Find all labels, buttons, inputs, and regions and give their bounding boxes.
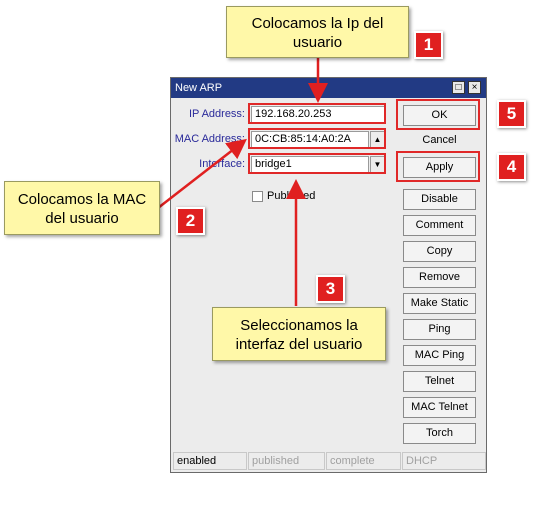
new-arp-dialog: New ARP □ × IP Address: 192.168.20.253 M… xyxy=(170,77,487,473)
remove-button[interactable]: Remove xyxy=(403,267,476,288)
maximize-icon[interactable]: □ xyxy=(452,81,465,94)
mac-ping-button[interactable]: MAC Ping xyxy=(403,345,476,366)
close-icon[interactable]: × xyxy=(468,81,481,94)
badge-2: 2 xyxy=(176,207,205,235)
mac-field-highlight xyxy=(248,128,386,149)
make-static-button[interactable]: Make Static xyxy=(403,293,476,314)
status-enabled: enabled xyxy=(173,452,247,470)
badge-5: 5 xyxy=(497,100,526,128)
disable-button[interactable]: Disable xyxy=(403,189,476,210)
cancel-button[interactable]: Cancel xyxy=(422,134,457,146)
copy-button[interactable]: Copy xyxy=(403,241,476,262)
callout-ip: Colocamos la Ip del usuario xyxy=(226,6,409,58)
ip-field-highlight xyxy=(248,103,386,124)
callout-interface: Seleccionamos la interfaz del usuario xyxy=(212,307,386,361)
comment-button[interactable]: Comment xyxy=(403,215,476,236)
telnet-button[interactable]: Telnet xyxy=(403,371,476,392)
ok-button-highlight xyxy=(396,99,480,130)
ok-button[interactable]: OK xyxy=(403,105,476,126)
status-complete: complete xyxy=(326,452,401,470)
interface-field-highlight xyxy=(248,153,386,174)
status-dhcp: DHCP xyxy=(402,452,486,470)
dialog-title: New ARP xyxy=(175,82,223,94)
torch-button[interactable]: Torch xyxy=(403,423,476,444)
apply-button[interactable]: Apply xyxy=(403,157,476,178)
mac-telnet-button[interactable]: MAC Telnet xyxy=(403,397,476,418)
title-bar[interactable]: New ARP xyxy=(171,78,486,98)
badge-4: 4 xyxy=(497,153,526,181)
badge-3: 3 xyxy=(316,275,345,303)
published-checkbox[interactable] xyxy=(252,191,263,202)
callout-mac: Colocamos la MAC del usuario xyxy=(4,181,160,235)
status-published: published xyxy=(248,452,325,470)
apply-button-highlight xyxy=(396,151,480,182)
arrow-mac xyxy=(157,138,247,209)
badge-1: 1 xyxy=(414,31,443,59)
ping-button[interactable]: Ping xyxy=(403,319,476,340)
ip-address-label: IP Address: xyxy=(188,108,245,120)
